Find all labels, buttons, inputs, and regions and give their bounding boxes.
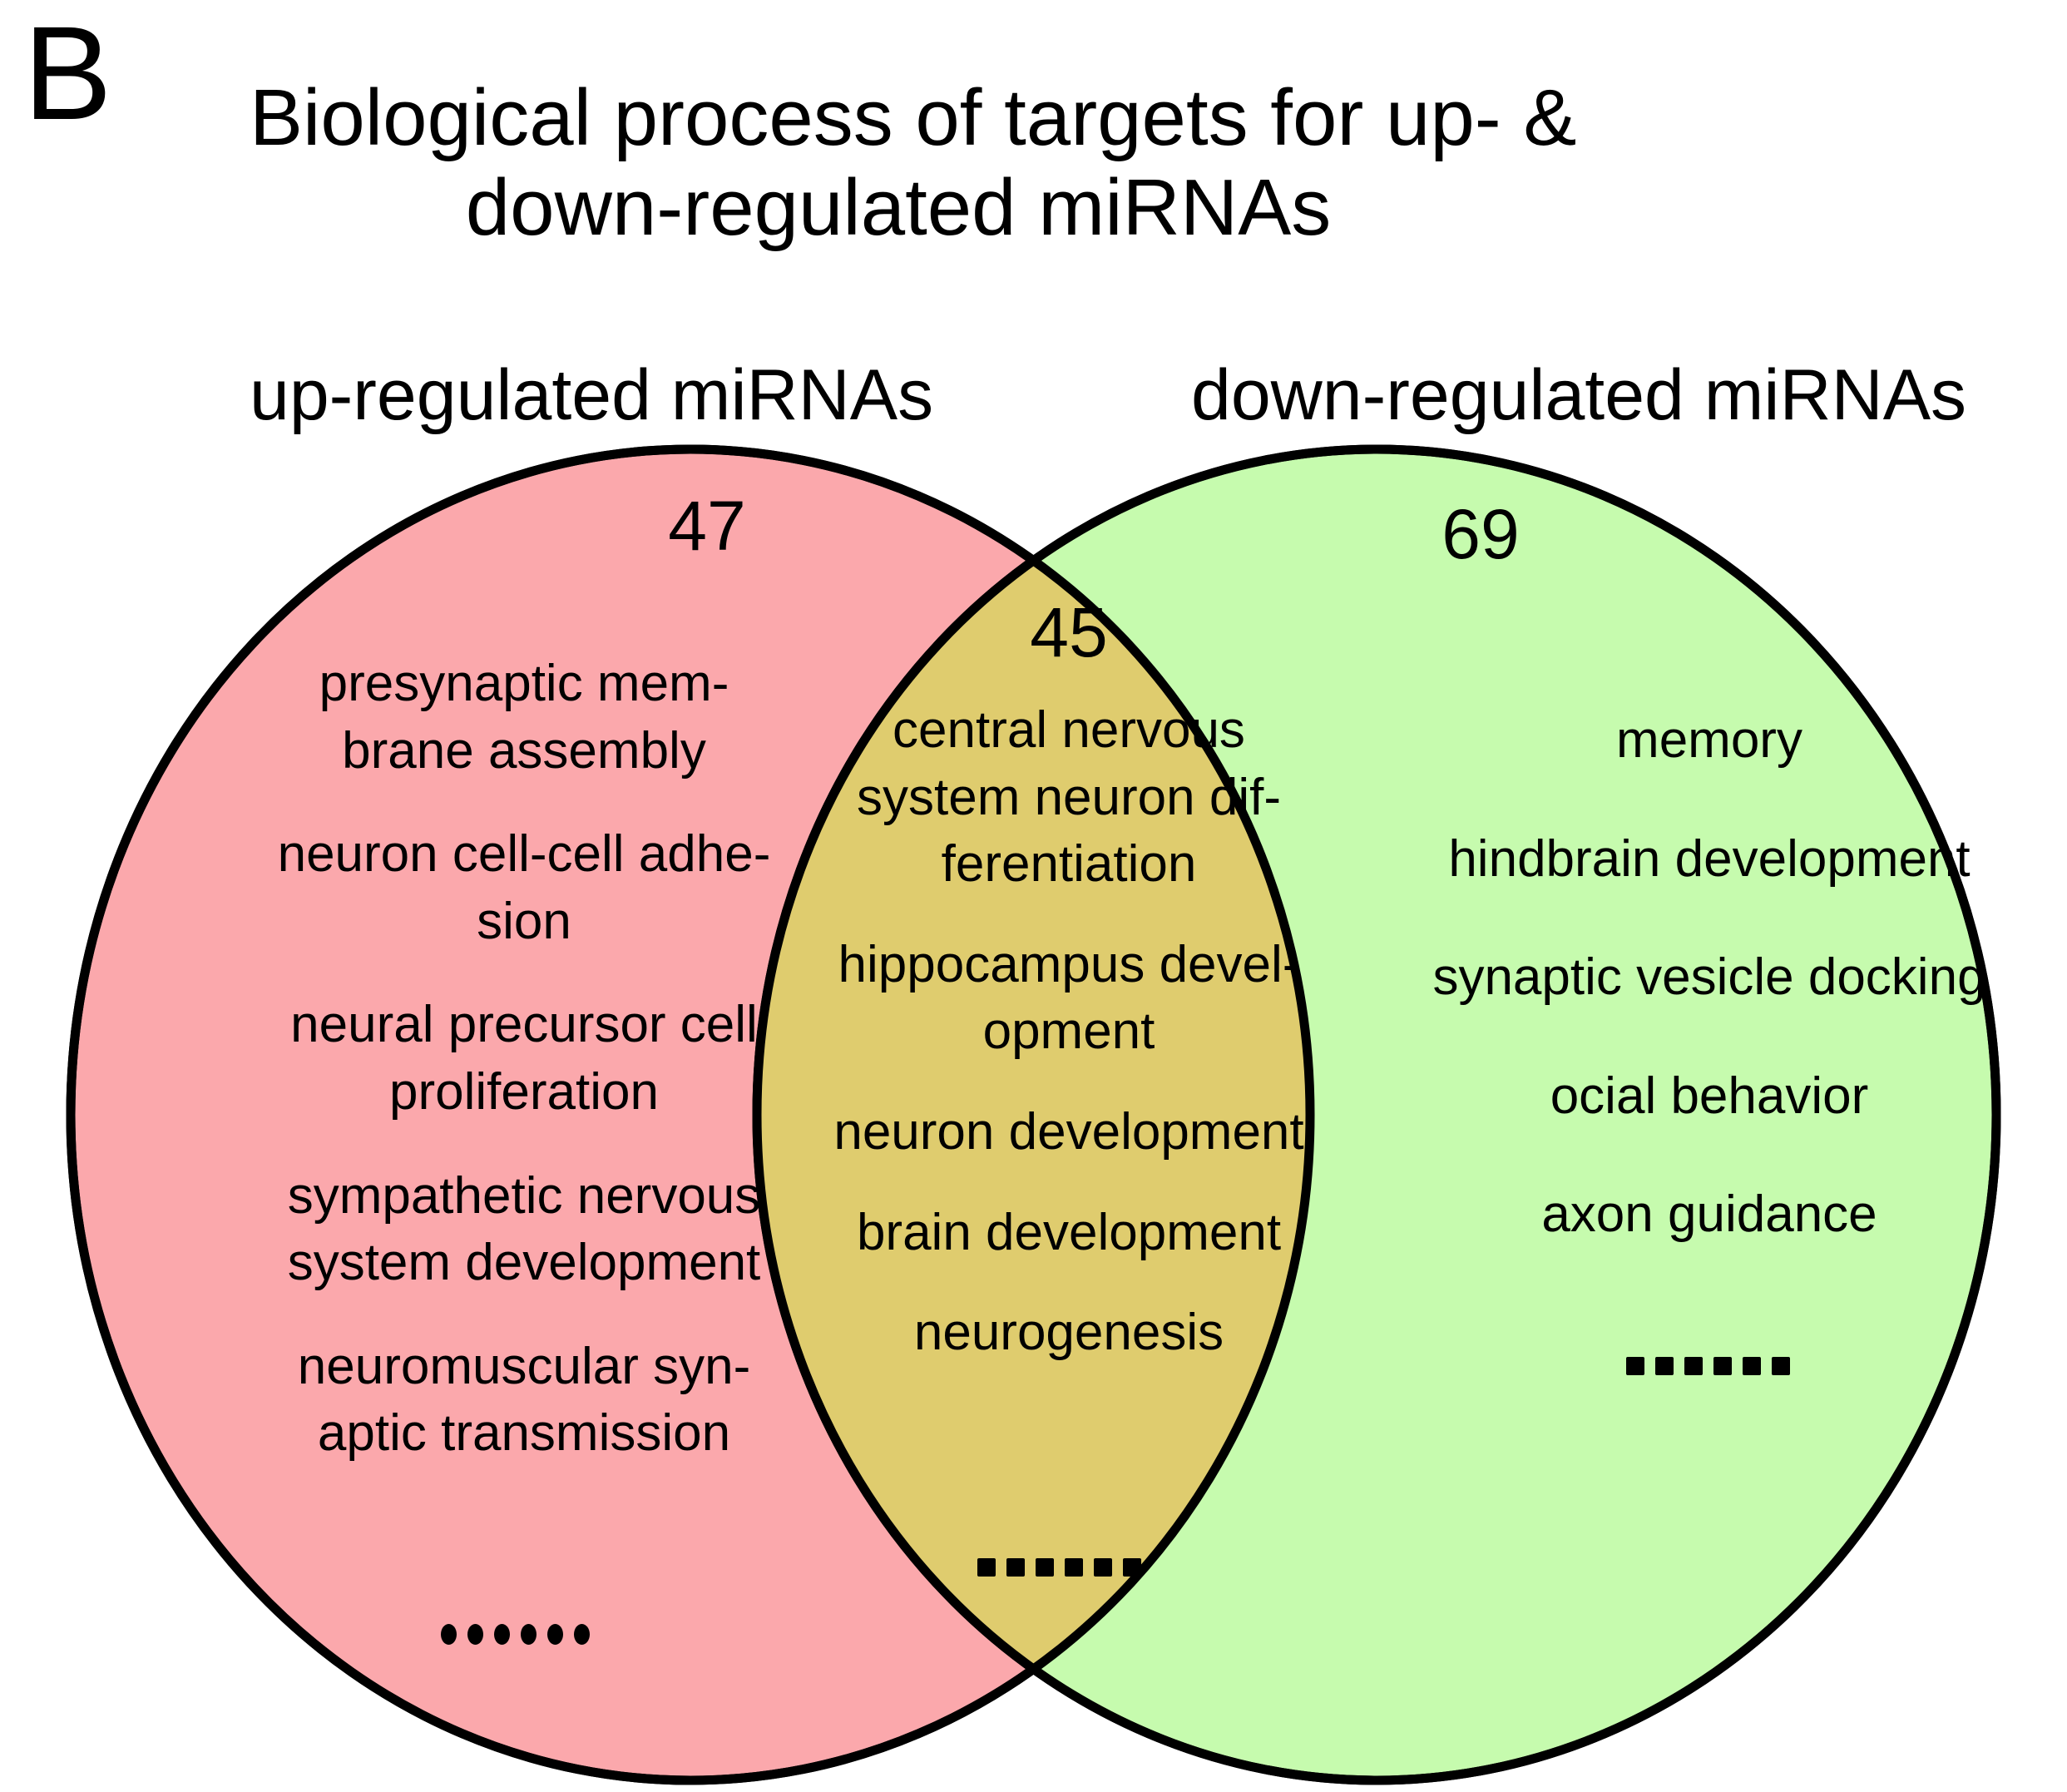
count-down-regulated-only: 69 [1441, 495, 1520, 573]
term-item: hippocampus devel- opment [803, 932, 1335, 1066]
term-line: neural precursor cell [290, 996, 758, 1054]
count-up-regulated-only: 47 [668, 487, 746, 565]
term-line: sympathetic nervous [287, 1166, 761, 1225]
term-item: axon guidance [1348, 1181, 2067, 1249]
venn-circle-up-regulated-outline [66, 444, 1315, 1785]
term-line: memory [1616, 711, 1802, 769]
term-line: aptic transmission [317, 1404, 731, 1463]
term-item: neuron development [803, 1099, 1335, 1166]
term-line: axon guidance [1541, 1186, 1877, 1244]
more-terms-ellipsis-intersection [977, 1558, 1141, 1577]
term-item: sympathetic nervous system development [158, 1163, 890, 1297]
term-line: brane assembly [342, 721, 706, 780]
term-list-down-regulated: memory hindbrain development synaptic ve… [1348, 707, 2067, 1300]
panel-label: B [23, 0, 112, 147]
term-item: synaptic vesicle docking [1348, 944, 2067, 1012]
ellipsis-dot [1772, 1357, 1790, 1375]
count-intersection: 45 [1030, 593, 1108, 671]
ellipsis-dot [574, 1624, 590, 1645]
ellipsis-dot [441, 1624, 457, 1645]
chart-title-line-1: Biological process of targets for up- & [250, 73, 1577, 162]
term-item: memory [1348, 707, 2067, 775]
term-item: brain development [803, 1200, 1335, 1267]
set-label-down-regulated: down-regulated miRNAs [1191, 355, 1967, 435]
ellipsis-dot [1094, 1558, 1112, 1577]
term-line: ferentiation [941, 835, 1197, 894]
ellipsis-dot [1743, 1357, 1761, 1375]
term-line: system neuron dif- [857, 768, 1281, 826]
more-terms-ellipsis-down-regulated [1626, 1357, 1790, 1375]
ellipsis-dot [467, 1624, 483, 1645]
term-line: opment [982, 1002, 1155, 1061]
term-line: neuron development [833, 1102, 1304, 1161]
term-line: hippocampus devel- [838, 935, 1300, 993]
term-line: ocial behavior [1550, 1067, 1869, 1125]
ellipsis-dot [977, 1558, 996, 1577]
term-item: neuron cell-cell adhe- sion [158, 821, 890, 955]
ellipsis-dot [1036, 1558, 1054, 1577]
term-line: synaptic vesicle docking [1432, 948, 1986, 1007]
term-item: neural precursor cell proliferation [158, 992, 890, 1126]
ellipsis-dot [1713, 1357, 1732, 1375]
term-line: presynaptic mem- [319, 655, 729, 712]
ellipsis-dot [494, 1624, 510, 1645]
ellipsis-dot [1006, 1558, 1025, 1577]
term-line: sion [477, 892, 571, 950]
more-terms-ellipsis-up-regulated [441, 1624, 590, 1645]
chart-title-line-2: down-regulated miRNAs [465, 162, 1332, 252]
term-item: presynaptic mem- brane assembly [158, 651, 890, 785]
term-line: neuromuscular syn- [297, 1337, 751, 1395]
ellipsis-dot [1123, 1558, 1141, 1577]
term-list-up-regulated: presynaptic mem- brane assembly neuron c… [158, 651, 890, 1468]
ellipsis-dot [1684, 1357, 1703, 1375]
ellipsis-dot [1065, 1558, 1083, 1577]
ellipsis-dot [1655, 1357, 1674, 1375]
term-line: central nervous [893, 701, 1245, 759]
term-line: brain development [856, 1203, 1282, 1261]
venn-circle-down-regulated-outline [752, 444, 2001, 1785]
term-line: neuron cell-cell adhe- [277, 825, 771, 884]
ellipsis-dot [547, 1624, 563, 1645]
term-item: hindbrain development [1348, 826, 2067, 894]
term-item: ocial behavior [1348, 1063, 2067, 1131]
term-line: neurogenesis [913, 1304, 1224, 1362]
chart-title: Biological process of targets for up- & … [250, 73, 1577, 252]
term-item: central nervous system neuron dif- feren… [803, 697, 1335, 898]
term-item: neurogenesis [803, 1299, 1335, 1367]
venn-intersection-region [757, 449, 1310, 1780]
ellipsis-dot [1626, 1357, 1644, 1375]
term-line: system development [287, 1234, 761, 1292]
term-item: neuromuscular syn- aptic transmission [158, 1334, 890, 1468]
ellipsis-dot [521, 1624, 537, 1645]
term-line: proliferation [389, 1062, 659, 1121]
set-label-up-regulated: up-regulated miRNAs [250, 355, 934, 435]
term-line: hindbrain development [1448, 829, 1971, 888]
term-list-intersection: central nervous system neuron dif- feren… [803, 697, 1335, 1400]
